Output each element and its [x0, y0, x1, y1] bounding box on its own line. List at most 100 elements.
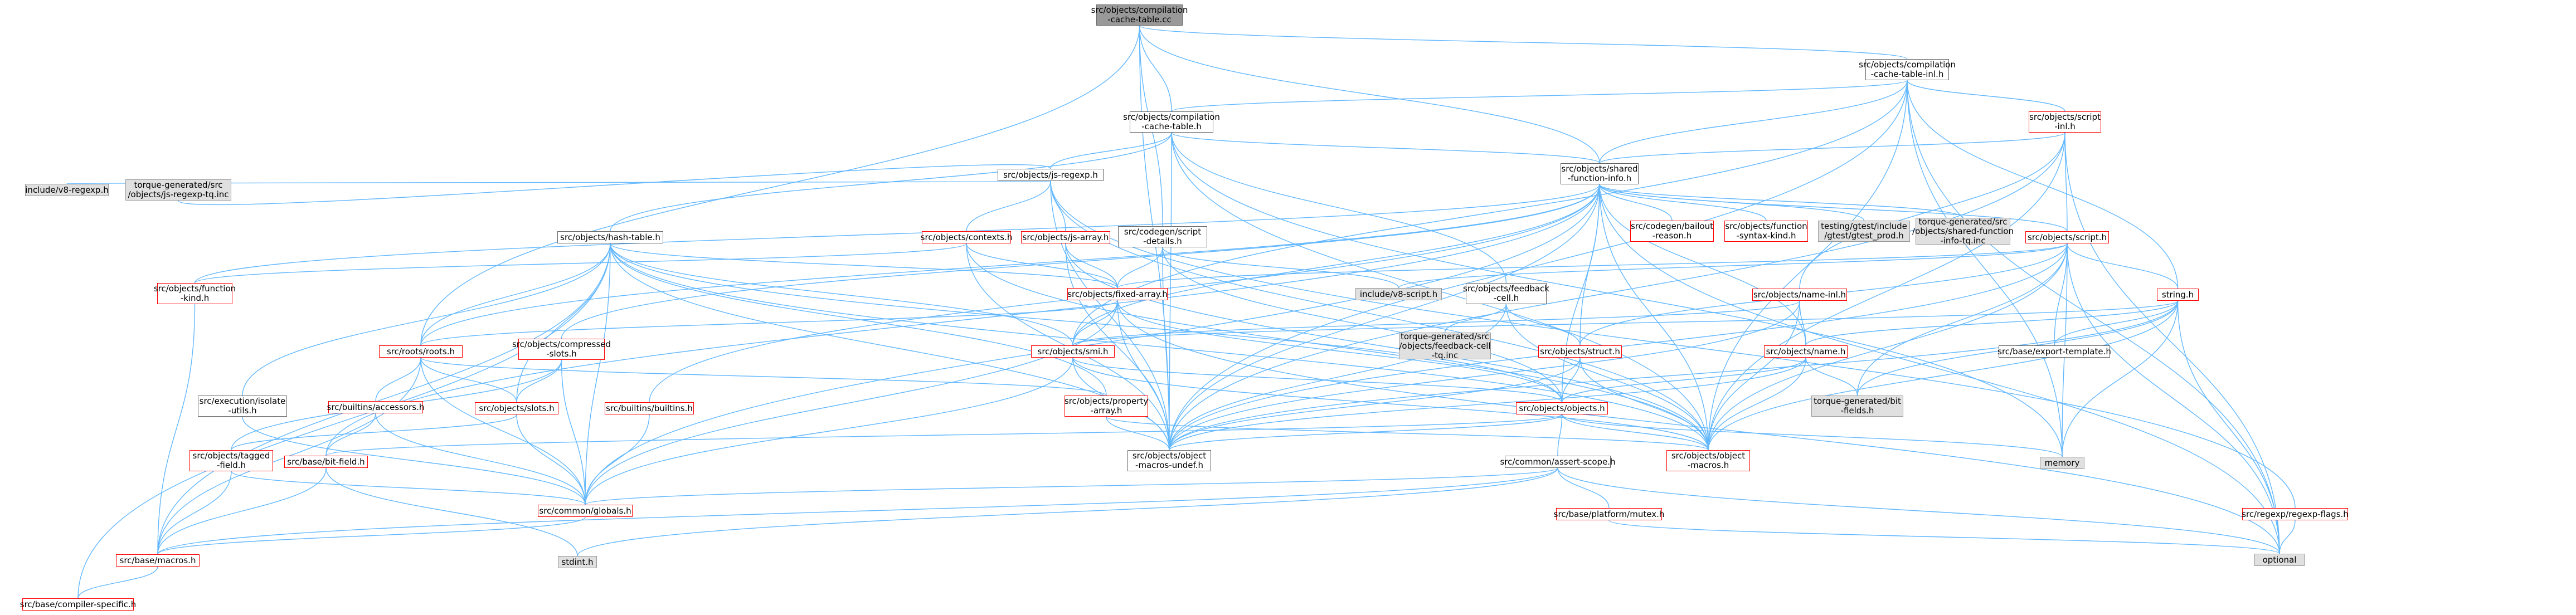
graph-node-funckind[interactable]: src/objects/function-kind.h: [154, 283, 236, 304]
node-label-line: -function-info.h: [1567, 173, 1632, 183]
graph-node-exporttemplate[interactable]: src/base/export-template.h: [1997, 345, 2111, 358]
graph-node-isolateutils[interactable]: src/execution/isolate-utils.h: [198, 396, 287, 417]
graph-node-stringh[interactable]: string.h: [2157, 289, 2199, 301]
graph-node-regexpflags[interactable]: src/regexp/regexp-flags.h: [2242, 508, 2349, 520]
edge-objectsh-to-objmacros: [1561, 414, 1709, 451]
graph-node-contexts[interactable]: src/objects/contexts.h: [921, 231, 1012, 243]
edge-codegenscript-to-objectsh: [1162, 247, 1563, 403]
edge-ctinl-to-sfi: [1599, 80, 1908, 164]
node-label-line: src/base/export-template.h: [1997, 346, 2111, 357]
edge-codegenscript-to-undef: [1162, 247, 1170, 451]
graph-node-nameh[interactable]: src/objects/name.h: [1764, 345, 1848, 358]
edge-nameinl-to-smi: [1072, 300, 1800, 346]
edge-jsarray-to-fixedarray: [1065, 243, 1118, 289]
graph-node-root[interactable]: src/objects/compilation-cache-table.cc: [1091, 4, 1188, 26]
node-label-line: -fields.h: [1840, 406, 1874, 416]
graph-node-undef[interactable]: src/objects/object-macros-undef.h: [1127, 450, 1211, 471]
edge-hashtable-to-basemacros: [157, 243, 611, 555]
graph-node-gtest[interactable]: testing/gtest/include/gtest/gtest_prod.h: [1818, 221, 1910, 242]
edge-contexts-to-funckind: [194, 243, 967, 284]
node-label-line: src/common/assert-scope.h: [1500, 456, 1616, 467]
graph-node-hashtable[interactable]: src/objects/hash-table.h: [557, 231, 663, 243]
graph-node-tagged[interactable]: src/objects/tagged-field.h: [189, 450, 273, 471]
node-label-line: src/objects/object: [1132, 451, 1207, 461]
edge-sfi-to-tqsfi: [1599, 184, 1963, 218]
graph-node-stdint[interactable]: stdint.h: [558, 556, 597, 568]
node-label-line: src/objects/function: [1725, 221, 1807, 231]
node-label-line: src/objects/property: [1064, 396, 1149, 406]
edge-jsregexp-to-tqregexp: [178, 164, 1051, 206]
graph-node-bailout[interactable]: src/codegen/bailout-reason.h: [1630, 221, 1714, 242]
graph-node-compressed[interactable]: src/objects/compressed-slots.h: [512, 339, 611, 360]
graph-node-objectsh[interactable]: src/objects/objects.h: [1516, 402, 1608, 414]
graph-node-tqregexp[interactable]: torque-generated/src/objects/js-regexp-t…: [125, 179, 231, 201]
edge-scriptinl-to-objmacros: [1708, 132, 2065, 451]
graph-node-proparray[interactable]: src/objects/property-array.h: [1065, 396, 1148, 417]
edge-globals-to-basemacros: [157, 516, 586, 555]
graph-node-mutex[interactable]: src/base/platform/mutex.h: [1554, 508, 1664, 520]
graph-node-v8regexp[interactable]: include/v8-regexp.h: [25, 184, 109, 196]
graph-node-slots[interactable]: src/objects/slots.h: [475, 402, 558, 414]
graph-node-tqbitfields[interactable]: torque-generated/bit-fields.h: [1811, 396, 1903, 417]
graph-node-bitfield[interactable]: src/base/bit-field.h: [284, 456, 368, 468]
graph-node-cth[interactable]: src/objects/compilation-cache-table.h: [1123, 111, 1220, 133]
node-label-line: src/objects/script.h: [2027, 232, 2107, 242]
graph-node-memory[interactable]: memory: [2040, 457, 2084, 469]
node-label-line: /objects/feedback-cell: [1399, 340, 1491, 351]
graph-node-assertscope[interactable]: src/common/assert-scope.h: [1500, 456, 1616, 468]
edge-hashtable-to-compiler: [77, 243, 611, 599]
graph-node-basemacros[interactable]: src/base/macros.h: [116, 554, 200, 567]
graph-node-rootsh[interactable]: src/roots/roots.h: [379, 345, 463, 358]
graph-node-smi[interactable]: src/objects/smi.h: [1031, 345, 1115, 358]
graph-node-tqfeedback[interactable]: torque-generated/src/objects/feedback-ce…: [1399, 331, 1491, 360]
edge-fixedarray-to-optional: [1117, 300, 2280, 554]
edge-hashtable-to-fixedarray: [610, 243, 1118, 289]
graph-node-scripth[interactable]: src/objects/script.h: [2025, 231, 2109, 243]
edge-nameinl-to-objmacros: [1708, 300, 1800, 451]
edge-slots-to-globals: [516, 414, 586, 505]
edge-sfi-to-rootsh: [420, 184, 1600, 346]
edge-assertscope-to-optional: [1557, 467, 2280, 554]
edge-rootsh-to-globals: [420, 357, 586, 505]
graph-node-nameinl[interactable]: src/objects/name-inl.h: [1752, 289, 1847, 301]
graph-node-feedbackcell[interactable]: src/objects/feedback-cell.h: [1463, 283, 1549, 304]
node-label-line: src/objects/compilation: [1123, 112, 1220, 122]
graph-node-scriptinl[interactable]: src/objects/script-inl.h: [2029, 111, 2101, 133]
graph-node-objmacros[interactable]: src/objects/object-macros.h: [1666, 450, 1750, 471]
graph-node-v8script[interactable]: include/v8-script.h: [1355, 288, 1442, 300]
graph-node-builtins[interactable]: src/builtins/builtins.h: [605, 402, 694, 414]
graph-node-funcsyntax[interactable]: src/objects/function-syntax-kind.h: [1724, 221, 1808, 242]
graph-node-structh[interactable]: src/objects/struct.h: [1538, 345, 1622, 358]
graph-node-optional[interactable]: optional: [2254, 554, 2305, 566]
edge-jsregexp-to-contexts: [966, 180, 1051, 232]
node-label-line: -field.h: [216, 460, 246, 470]
edge-ctinl-to-cth: [1171, 80, 1908, 112]
edge-scripth-to-objmacros: [1708, 243, 2068, 451]
graph-node-jsregexp[interactable]: src/objects/js-regexp.h: [998, 169, 1104, 181]
edge-cth-to-undef: [1169, 132, 1172, 451]
edge-assertscope-to-basemacros: [157, 467, 1558, 555]
graph-node-globals[interactable]: src/common/globals.h: [538, 505, 633, 517]
edge-codegenscript-to-fixedarray: [1117, 247, 1163, 289]
edge-assertscope-to-stdint: [577, 467, 1558, 557]
graph-node-codegenscript[interactable]: src/codegen/script-details.h: [1118, 226, 1207, 247]
graph-node-accessors[interactable]: src/builtins/accessors.h: [327, 401, 424, 413]
node-label-line: src/objects/fixed-array.h: [1067, 289, 1168, 299]
edge-ctinl-to-memory: [1907, 80, 2063, 457]
node-label-line: -cache-table-inl.h: [1870, 69, 1944, 79]
graph-node-sfi[interactable]: src/objects/shared-function-info.h: [1561, 163, 1639, 184]
graph-node-fixedarray[interactable]: src/objects/fixed-array.h: [1067, 288, 1168, 300]
graph-node-compiler[interactable]: src/base/compiler-specific.h: [20, 598, 136, 611]
node-label-line: src/objects/tagged: [192, 451, 270, 461]
edge-hashtable-to-globals: [585, 243, 611, 505]
edge-root-to-rootsh: [420, 25, 1140, 346]
node-label-line: src/base/bit-field.h: [287, 456, 365, 467]
edge-slots-to-tagged: [231, 414, 517, 451]
graph-node-jsarray[interactable]: src/objects/js-array.h: [1021, 231, 1110, 243]
edge-sfi-to-globals: [585, 184, 1600, 505]
graph-node-ctinl[interactable]: src/objects/compilation-cache-table-inl.…: [1859, 59, 1956, 80]
node-label-line: src/objects/objects.h: [1519, 403, 1605, 413]
graph-node-tqsfi[interactable]: torque-generated/src/objects/shared-func…: [1912, 217, 2014, 245]
edge-smi-to-objmacros: [1072, 357, 1709, 451]
